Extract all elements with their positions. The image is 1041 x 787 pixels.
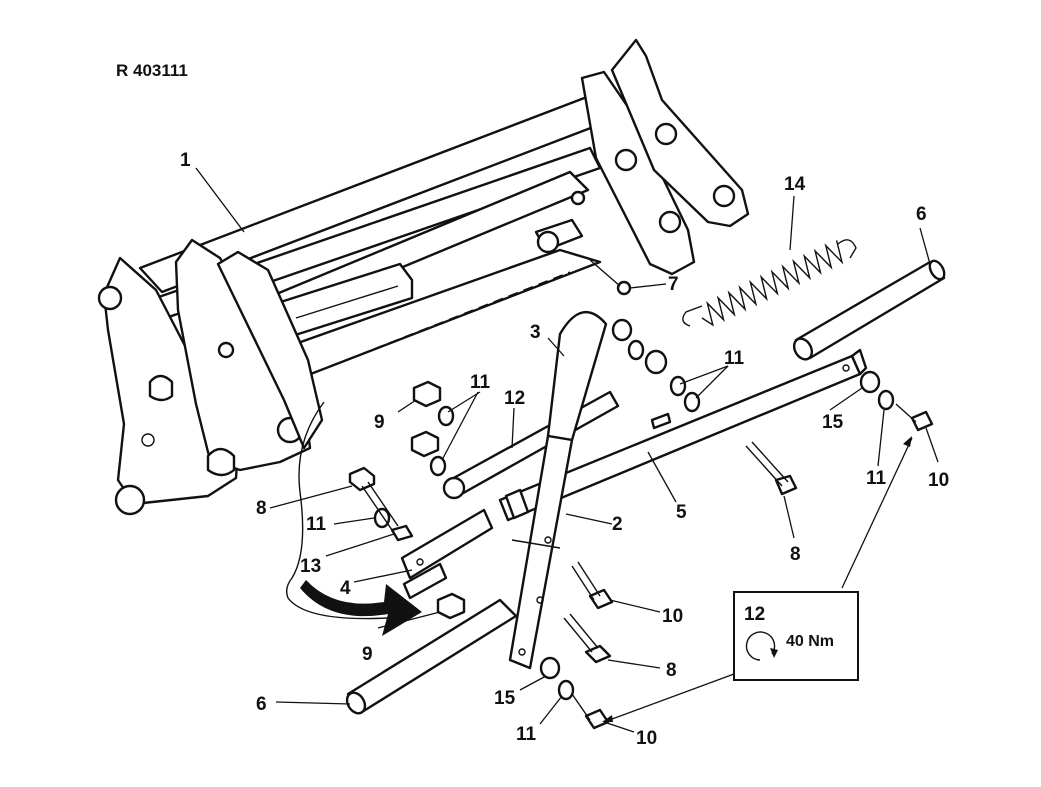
callout-label: 4 xyxy=(340,578,351,599)
callout-label: 5 xyxy=(676,502,687,523)
callout-label: 15 xyxy=(822,412,844,433)
callout-labels: 1 2 3 4 5 6 6 7 8 8 8 9 9 10 10 10 11 11… xyxy=(180,150,949,749)
callout-label: 6 xyxy=(256,694,267,715)
callout-label: 11 xyxy=(470,372,491,393)
callout-label: 1 xyxy=(180,150,191,171)
tension-spring xyxy=(682,239,857,327)
callout-label: 12 xyxy=(504,388,525,409)
callout-label: 3 xyxy=(530,322,541,343)
callout-label: 8 xyxy=(256,498,267,519)
torque-value: 40 Nm xyxy=(786,633,834,650)
callout-label: 7 xyxy=(668,274,679,295)
callout-label: 11 xyxy=(866,468,887,489)
callout-label: 8 xyxy=(666,660,677,681)
long-link xyxy=(498,348,868,522)
callout-label: 13 xyxy=(300,556,321,577)
callout-label: 10 xyxy=(662,606,683,627)
callout-label: 2 xyxy=(612,514,623,535)
callout-label: 9 xyxy=(362,644,373,665)
callout-label: 9 xyxy=(374,412,385,433)
lever-arm xyxy=(508,310,608,670)
callout-label: 10 xyxy=(636,728,657,749)
assembly-arrow xyxy=(285,401,422,636)
callout-label: 11 xyxy=(516,724,537,745)
pivot-rods xyxy=(345,259,946,715)
callout-label: 14 xyxy=(784,174,806,195)
drawing-reference: R 403111 xyxy=(116,61,188,80)
leader-lines xyxy=(195,167,939,733)
callout-label: 15 xyxy=(494,688,516,709)
fasteners xyxy=(348,259,934,730)
callout-label: 11 xyxy=(724,348,745,369)
callout-label: 8 xyxy=(790,544,801,565)
callout-label: 6 xyxy=(916,204,927,225)
rotate-clockwise-icon xyxy=(745,631,778,661)
frame-assembly xyxy=(97,38,750,516)
callout-label: 10 xyxy=(928,470,949,491)
bracket-plate xyxy=(400,508,494,600)
torque-spec-box: 12 40 Nm xyxy=(733,591,859,681)
callout-label: 11 xyxy=(306,514,327,535)
torque-item-number: 12 xyxy=(744,604,765,625)
